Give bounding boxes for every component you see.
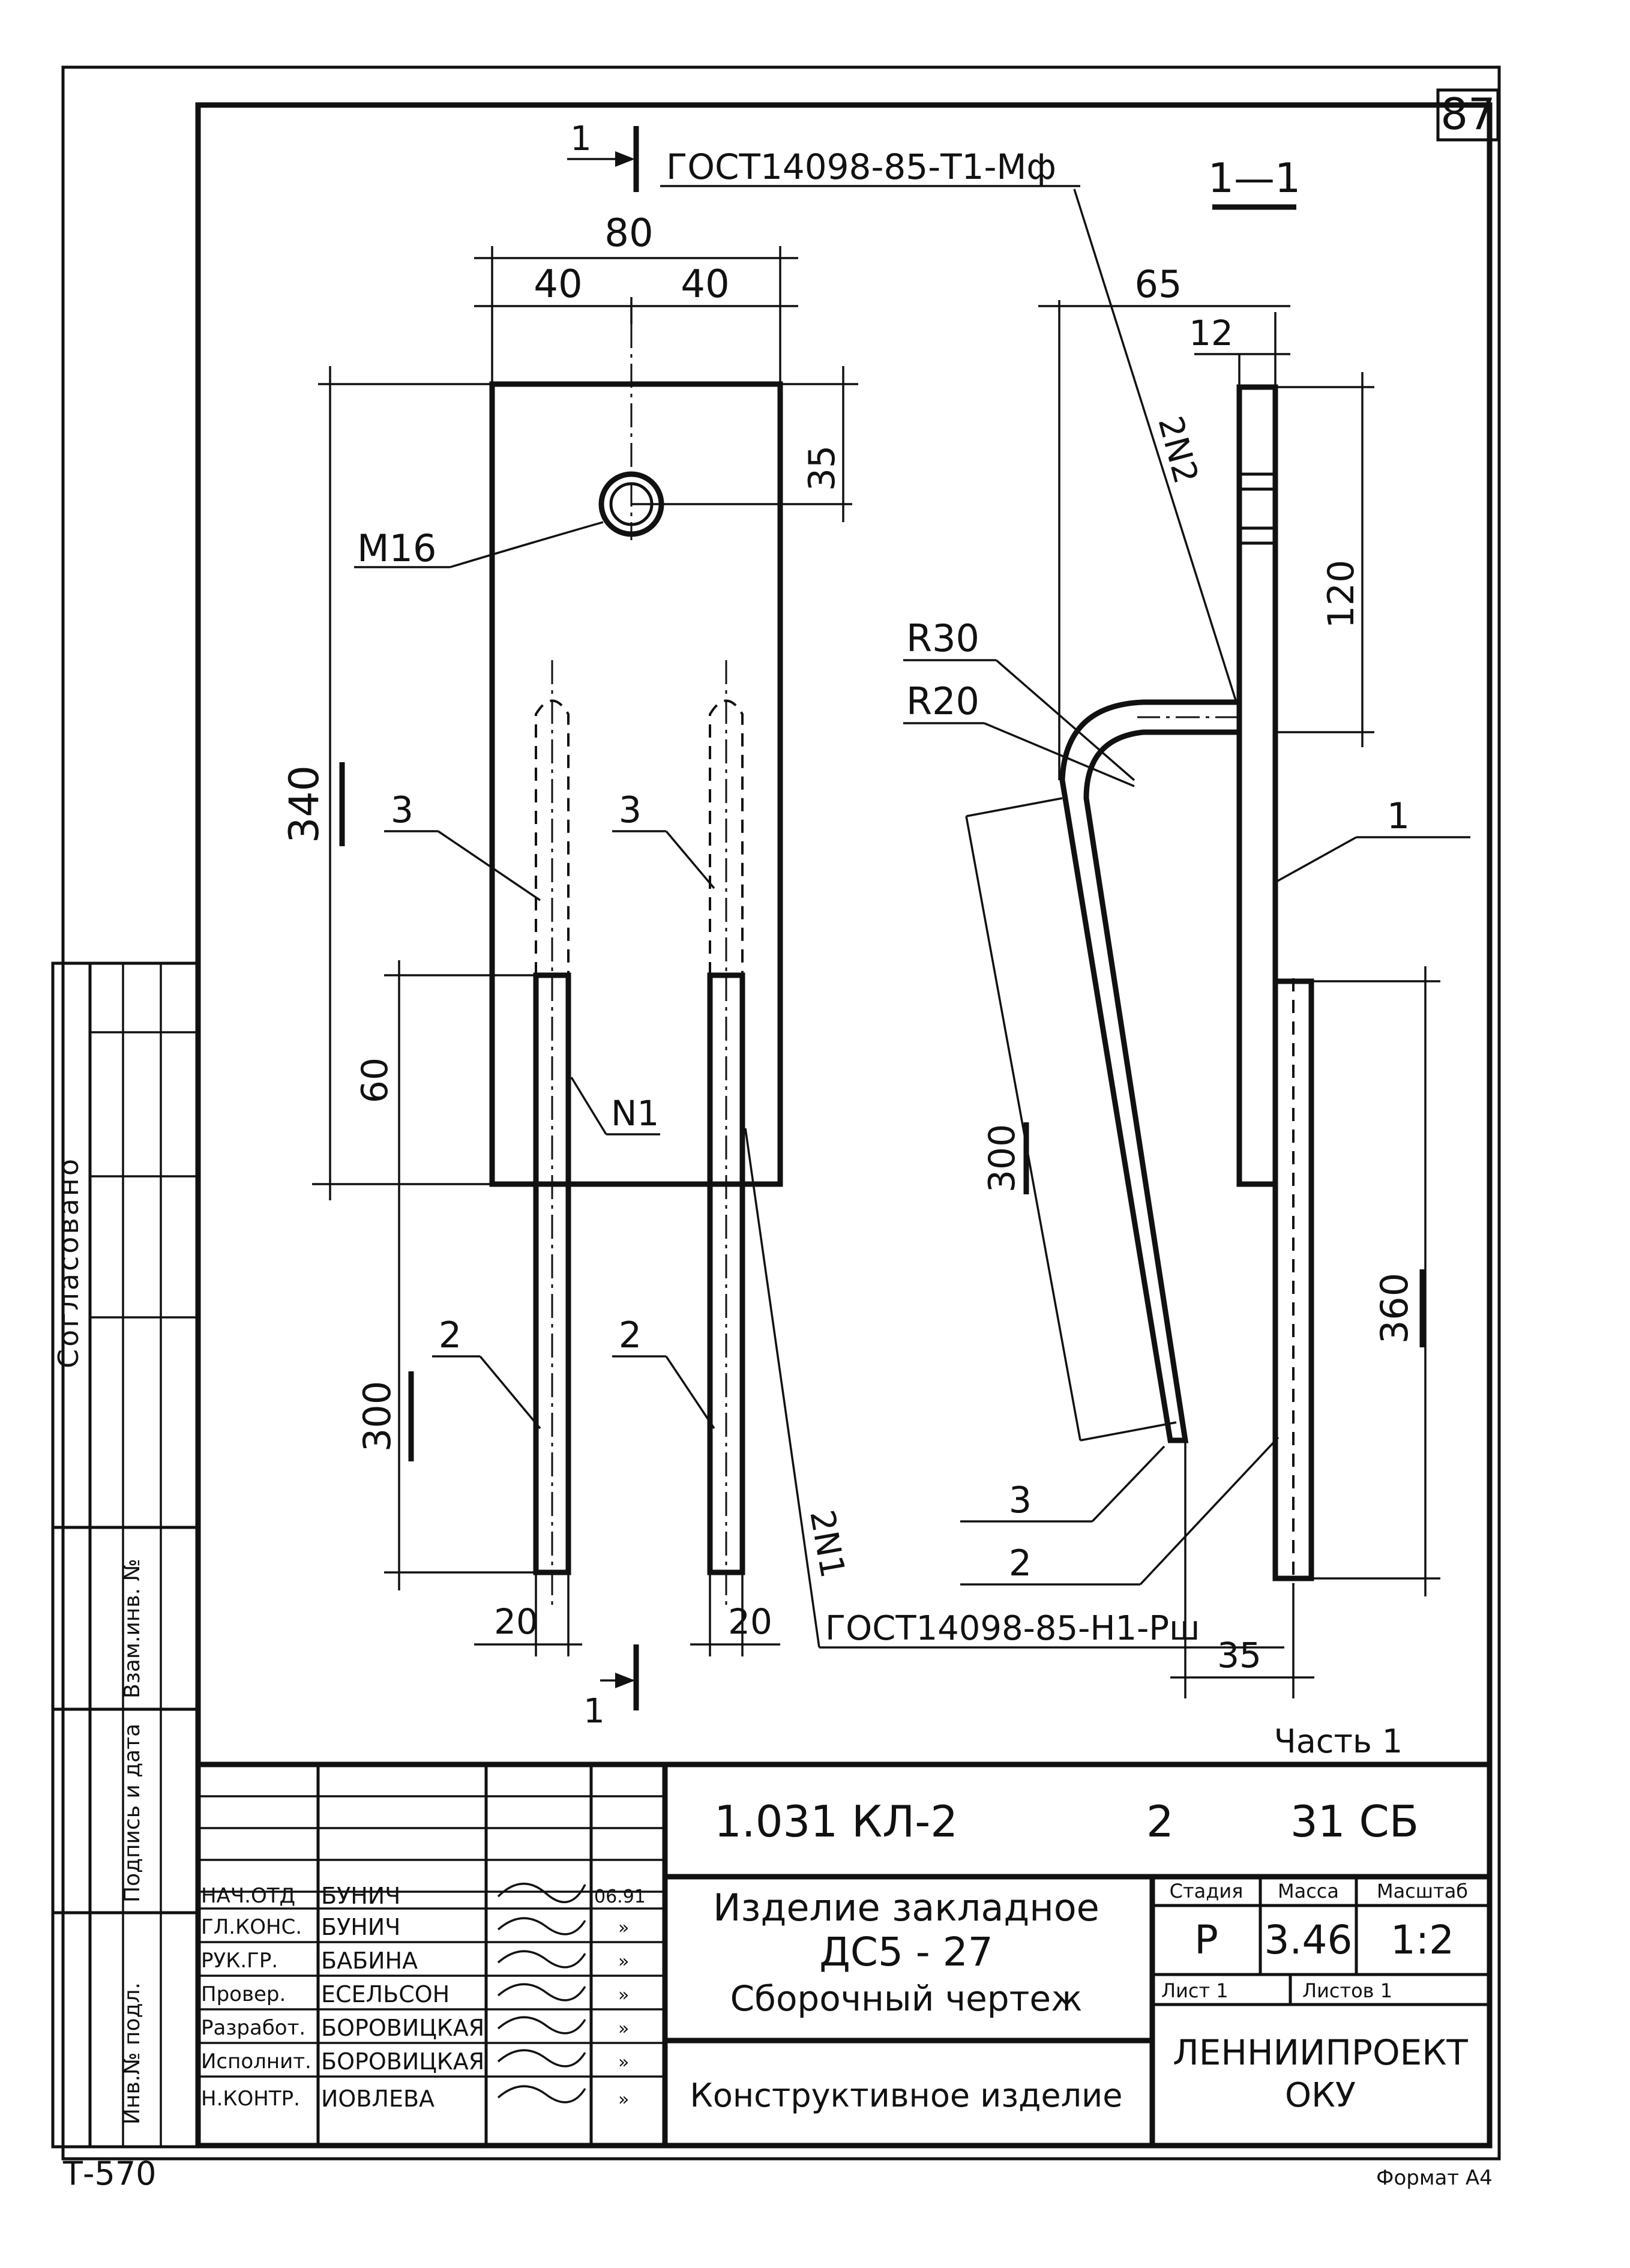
section-bent-bar	[1059, 699, 1239, 1443]
sheet-label: Лист 1	[1161, 1979, 1229, 2002]
signer-row: Провер. ЕСЕЛЬСОН »	[198, 1981, 665, 2011]
stage: Р	[1194, 1917, 1218, 1963]
dim-12: 12	[1189, 313, 1233, 353]
signer-row: ГЛ.КОНС. БУНИЧ »	[198, 1914, 665, 1943]
radius-r30: R30	[906, 616, 979, 660]
dim-360: 360	[1373, 1273, 1416, 1344]
pos-2-left: 2	[439, 1314, 462, 1356]
sign-date-label: Подпись и дата	[120, 1724, 145, 1903]
svg-text:»: »	[618, 2018, 629, 2039]
front-view: 80 40 40 35 340 60 300 20 20 1	[281, 119, 1284, 1731]
svg-text:Н.КОНТР.: Н.КОНТР.	[201, 2087, 300, 2111]
svg-text:ИОВЛЕВА: ИОВЛЕВА	[321, 2086, 435, 2112]
weld-2n2: 2N2	[1150, 412, 1205, 488]
dim-20-right: 20	[728, 1601, 772, 1642]
svg-text:БУНИЧ: БУНИЧ	[321, 1883, 400, 1909]
pos-2-right: 2	[619, 1314, 642, 1356]
name-line-1: Изделие закладное	[713, 1886, 1099, 1930]
category: Конструктивное изделие	[690, 2077, 1123, 2114]
format-code: Т-570	[62, 2155, 157, 2192]
svg-text:Разработ.: Разработ.	[201, 2016, 305, 2040]
dim-300-inclined: 300	[981, 1124, 1023, 1193]
signer-row: Н.КОНТР. ИОВЛЕВА »	[201, 2085, 629, 2112]
sheet-number-box	[1436, 88, 1500, 142]
svg-text:Исполнит.: Исполнит.	[201, 2050, 311, 2074]
svg-text:ГЛ.КОНС.: ГЛ.КОНС.	[201, 1915, 302, 1939]
section-mark-top: 1	[570, 119, 592, 158]
dim-80: 80	[604, 211, 653, 256]
svg-text:НАЧ.ОТД: НАЧ.ОТД	[201, 1884, 295, 1908]
signer-row: Разработ. БОРОВИЦКАЯ »	[198, 2015, 665, 2044]
dim-40-left: 40	[534, 262, 582, 307]
svg-text:БАБИНА: БАБИНА	[321, 1948, 418, 1974]
pos-3-section: 3	[1009, 1479, 1032, 1521]
signer-row: Исполнит. БОРОВИЦКАЯ »	[198, 2048, 665, 2078]
svg-text:06.91: 06.91	[594, 1886, 646, 1907]
format-label: Формат А4	[1376, 2166, 1493, 2190]
pos-3-left: 3	[391, 789, 414, 831]
designation: 1.031 КЛ-2	[714, 1796, 958, 1847]
section-view: 1—1 65 12 120 360	[903, 155, 1470, 1698]
agreed-label: Согласовано	[52, 1157, 85, 1368]
radius-r20: R20	[906, 679, 979, 723]
plate	[489, 381, 783, 1187]
dim-60: 60	[354, 1057, 396, 1103]
mass: 3.46	[1265, 1917, 1353, 1963]
scale-label: Масштаб	[1377, 1880, 1468, 1903]
section-mark-bottom: 1	[583, 1692, 605, 1731]
pos-3-right: 3	[619, 789, 642, 831]
mass-label: Масса	[1278, 1880, 1339, 1903]
name-line-3: Сборочный чертеж	[730, 1978, 1083, 2019]
svg-text:»: »	[618, 2089, 629, 2110]
pos-2-section: 2	[1009, 1542, 1032, 1584]
svg-text:»: »	[618, 2052, 629, 2073]
svg-text:ЕСЕЛЬСОН: ЕСЕЛЬСОН	[321, 1981, 450, 2008]
side-stamp: Согласовано Взам.инв. № Подпись и дата И…	[51, 961, 200, 2149]
weld-2n1: 2N1	[802, 1507, 852, 1581]
part-label: Часть 1	[1274, 1722, 1403, 1760]
section-label: 1—1	[1208, 155, 1301, 202]
doc-code: 31 СБ	[1290, 1796, 1419, 1847]
sheet-number: 87	[1440, 89, 1496, 139]
svg-text:БОРОВИЦКАЯ: БОРОВИЦКАЯ	[321, 2015, 484, 2041]
weld-callout-bottom: ГОСТ14098-85-Н1-Рш	[825, 1609, 1200, 1648]
sheets-label: Листов 1	[1302, 1979, 1392, 2002]
section-plate	[1236, 384, 1278, 1187]
dim-300: 300	[355, 1381, 399, 1452]
title-block: 1.031 КЛ-2 2 31 СБ Изделие закладное ДС5…	[195, 1761, 1493, 2149]
name-line-2: ДС5 - 27	[819, 1929, 993, 1975]
svg-text:»: »	[618, 1918, 629, 1939]
dim-20-left: 20	[494, 1601, 538, 1642]
outer-frame	[61, 65, 1501, 2161]
dim-35: 35	[801, 445, 843, 491]
replace-inv-label: Взам.инв. №	[120, 1559, 145, 1698]
svg-text:»: »	[618, 1985, 629, 2006]
svg-text:БУНИЧ: БУНИЧ	[321, 1914, 400, 1940]
issue: 2	[1146, 1796, 1174, 1847]
signer-row: НАЧ.ОТД БУНИЧ 06.91	[198, 1883, 665, 1910]
stage-label: Стадия	[1170, 1880, 1244, 1903]
svg-text:Провер.: Провер.	[201, 1982, 286, 2006]
dim-40-right: 40	[681, 262, 729, 307]
pos-1-section: 1	[1387, 795, 1410, 837]
scale: 1:2	[1391, 1917, 1454, 1963]
org-line-2: ОКУ	[1285, 2076, 1356, 2115]
signer-row: РУК.ГР. БАБИНА »	[198, 1948, 665, 1977]
org-line-1: ЛЕННИИПРОЕКТ	[1173, 2032, 1468, 2073]
weld-callout-top: ГОСТ14098-85-Т1-Мф	[666, 146, 1056, 187]
dim-35-right: 35	[1217, 1635, 1262, 1676]
weld-n1: N1	[611, 1093, 659, 1134]
orig-inv-label: Инв.№ подл.	[120, 1982, 145, 2125]
dim-340: 340	[281, 765, 328, 843]
svg-text:»: »	[618, 1951, 629, 1972]
svg-text:РУК.ГР.: РУК.ГР.	[201, 1949, 278, 1973]
svg-text:БОРОВИЦКАЯ: БОРОВИЦКАЯ	[321, 2048, 484, 2075]
dim-120: 120	[1320, 560, 1362, 629]
thread-label: М16	[357, 526, 436, 570]
dim-65: 65	[1135, 262, 1182, 306]
